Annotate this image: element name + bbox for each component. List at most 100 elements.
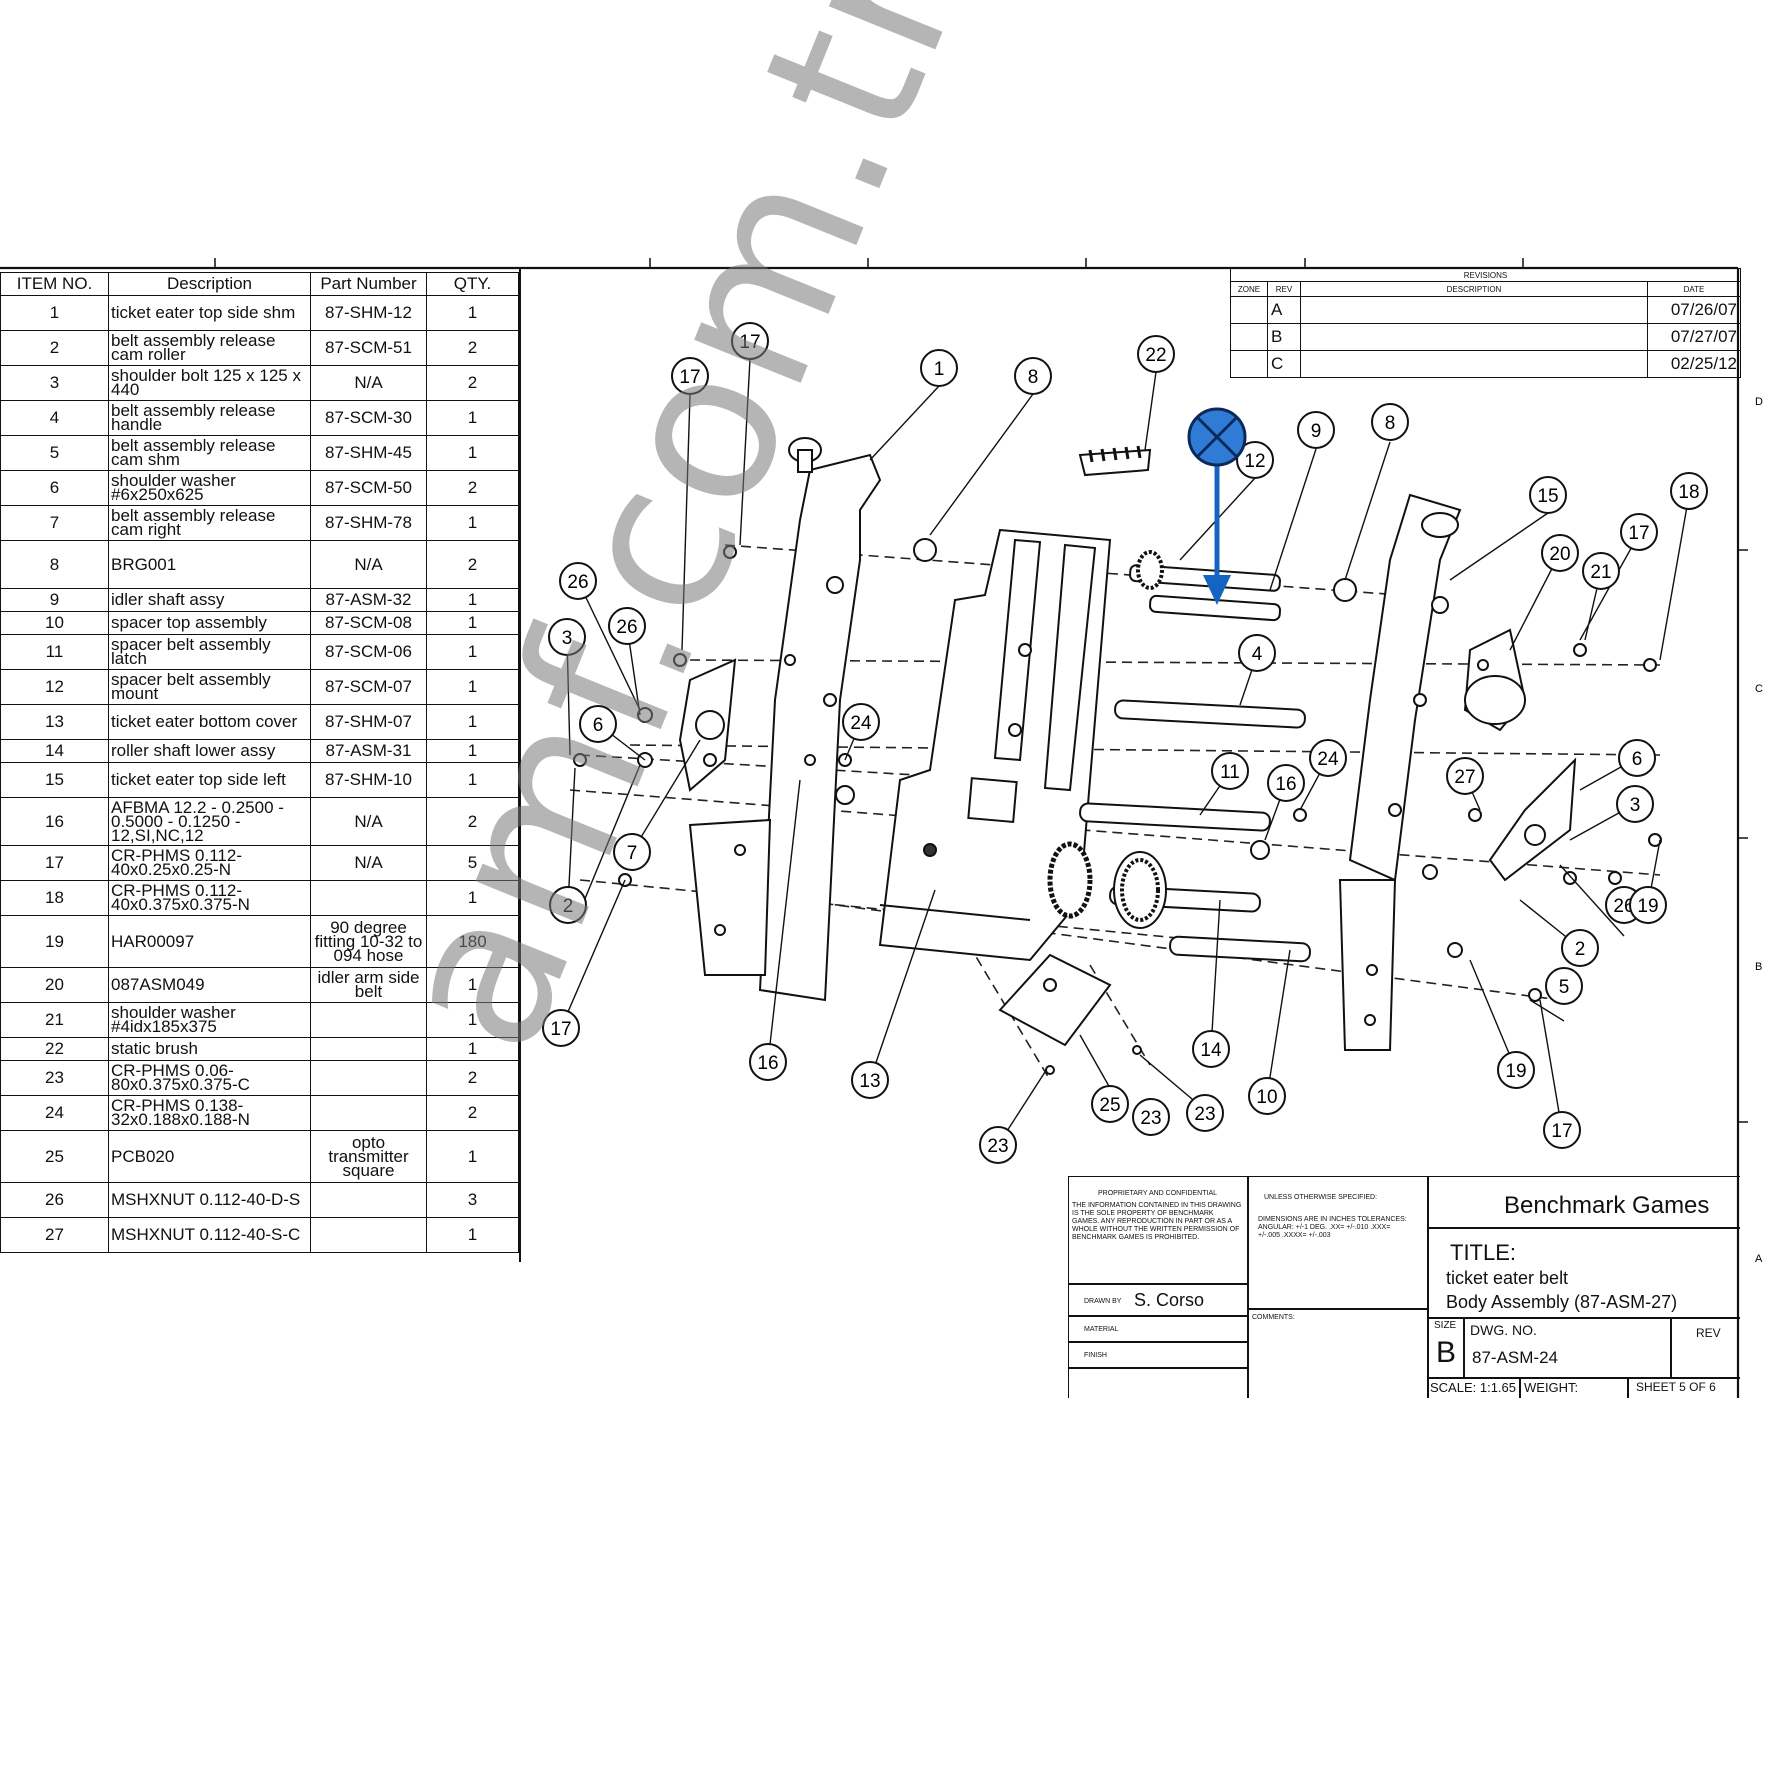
bom-part-number: 87-SHM-10	[310, 762, 427, 798]
bom-part-number: 87-SHM-78	[310, 505, 427, 541]
release-cam-left	[678, 658, 737, 792]
bom-description: AFBMA 12.2 - 0.2500 - 0.5000 - 0.1250 - …	[108, 797, 311, 846]
bom-quantity: 3	[426, 1182, 519, 1218]
balloon-number: 4	[1252, 644, 1263, 665]
balloon-23: 23	[1186, 1094, 1224, 1132]
rev-date: 02/25/12	[1647, 350, 1741, 378]
bom-quantity: 1	[426, 1217, 519, 1253]
rev-header-description: DESCRIPTION	[1300, 281, 1648, 297]
bom-quantity: 2	[426, 540, 519, 589]
balloon-17: 17	[1620, 513, 1658, 551]
bom-quantity: 2	[426, 797, 519, 846]
bom-description: ticket eater bottom cover	[108, 704, 311, 740]
balloon-number: 20	[1549, 544, 1570, 565]
balloon-number: 17	[1551, 1121, 1572, 1142]
rev-description	[1300, 296, 1648, 324]
balloon-circle	[542, 1009, 580, 1047]
balloon-circle	[749, 1043, 787, 1081]
unless-specified-title: UNLESS OTHERWISE SPECIFIED:	[1264, 1194, 1378, 1201]
bom-quantity: 1	[426, 295, 519, 331]
balloon-circle	[1132, 1098, 1170, 1136]
balloon-circle	[979, 1126, 1017, 1164]
bom-quantity: 2	[426, 470, 519, 506]
balloon-circle	[1629, 886, 1667, 924]
dwg-no-label: DWG. NO.	[1470, 1322, 1537, 1338]
balloon-circle	[1541, 534, 1579, 572]
bom-description: shoulder washer #4idx185x375	[108, 1002, 311, 1038]
bom-description: belt assembly release cam shm	[108, 435, 311, 471]
balloon-23: 23	[1132, 1098, 1170, 1136]
balloon-number: 5	[1559, 977, 1570, 998]
balloon-circle	[1236, 441, 1274, 479]
bom-description: roller shaft lower assy	[108, 739, 311, 763]
highlight-marker[interactable]	[1187, 407, 1247, 605]
balloon-number: 27	[1454, 767, 1475, 788]
balloon-2: 2	[549, 886, 587, 924]
bom-item-number: 21	[0, 1002, 109, 1038]
title-block: PROPRIETARY AND CONFIDENTIAL THE INFORMA…	[1068, 1176, 1740, 1398]
balloon-circle	[1446, 757, 1484, 795]
title-line-2: Body Assembly (87-ASM-27)	[1446, 1292, 1678, 1312]
bom-description: belt assembly release handle	[108, 400, 311, 436]
static-brush	[1078, 445, 1152, 477]
bom-item-number: 10	[0, 611, 109, 635]
balloon-circle	[1545, 967, 1583, 1005]
bom-quantity: 1	[426, 435, 519, 471]
balloon-number: 10	[1256, 1087, 1277, 1108]
balloon-16: 16	[749, 1043, 787, 1081]
balloon-number: 23	[1194, 1104, 1215, 1125]
bom-quantity: 5	[426, 845, 519, 881]
balloon-number: 16	[757, 1053, 778, 1074]
bom-item-number: 2	[0, 330, 109, 366]
balloon-number: 8	[1385, 413, 1396, 434]
bom-item-number: 22	[0, 1037, 109, 1061]
bom-part-number: 87-SCM-08	[310, 611, 427, 635]
balloon-9: 9	[1297, 411, 1335, 449]
bom-header-description: Description	[108, 272, 311, 296]
balloon-circle	[608, 607, 646, 645]
balloon-number: 26	[567, 572, 588, 593]
balloon-21: 21	[1582, 552, 1620, 590]
balloon-number: 2	[1575, 939, 1586, 960]
balloon-10: 10	[1248, 1077, 1286, 1115]
bom-item-number: 23	[0, 1060, 109, 1096]
balloon-17: 17	[671, 357, 709, 395]
bom-header-item: ITEM NO.	[0, 272, 109, 296]
zone-label-d: D	[1755, 396, 1763, 408]
bom-quantity: 1	[426, 588, 519, 612]
bom-description: belt assembly release cam right	[108, 505, 311, 541]
bom-item-number: 9	[0, 588, 109, 612]
balloon-number: 17	[679, 367, 700, 388]
bom-description: CR-PHMS 0.06-80x0.375x0.375-C	[108, 1060, 311, 1096]
bom-part-number	[310, 880, 427, 916]
bom-part-number: N/A	[310, 845, 427, 881]
bom-item-number: 8	[0, 540, 109, 589]
balloon-circle	[1297, 411, 1335, 449]
rev-label: REV	[1696, 1326, 1721, 1340]
title-line-1: ticket eater belt	[1446, 1268, 1569, 1288]
balloon-circle	[1267, 764, 1305, 802]
bom-description: spacer belt assembly latch	[108, 634, 311, 670]
bom-item-number: 1	[0, 295, 109, 331]
rev-zone	[1230, 323, 1268, 351]
bom-item-number: 19	[0, 915, 109, 968]
balloon-17: 17	[542, 1009, 580, 1047]
drawn-by-name: S. Corso	[1134, 1290, 1205, 1310]
balloon-number: 1	[934, 359, 945, 380]
balloon-17: 17	[731, 322, 769, 360]
bom-description: static brush	[108, 1037, 311, 1061]
balloon-number: 26	[616, 617, 637, 638]
bom-item-number: 6	[0, 470, 109, 506]
bom-description: spacer belt assembly mount	[108, 669, 311, 705]
bom-item-number: 27	[0, 1217, 109, 1253]
balloon-circle	[1618, 739, 1656, 777]
